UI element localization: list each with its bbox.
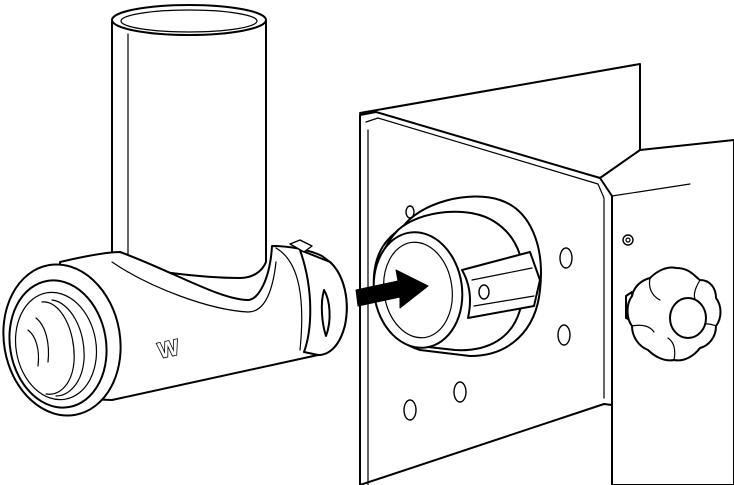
arrow-right-icon (355, 269, 429, 309)
cap-slot (320, 289, 331, 337)
shredder-attachment: W (2, 4, 348, 417)
plate-hole-5 (403, 399, 417, 421)
hub-tab-hole (478, 284, 490, 300)
housing-front-edge (365, 117, 605, 399)
front-ring-lip (14, 291, 98, 401)
side-screw-center (625, 237, 631, 243)
feed-chute-rim (120, 9, 258, 33)
barrel-seam (275, 247, 303, 351)
hub-tab-edge (471, 267, 535, 307)
knob-icon (625, 266, 722, 362)
plate-hole-2 (559, 247, 573, 269)
side-screw (622, 234, 634, 246)
housing-side-seam (611, 183, 691, 197)
front-ring-inner (8, 279, 108, 409)
shredder-drum (41, 299, 85, 397)
plate-hole-3 (557, 324, 571, 346)
plate-hole-4 (453, 381, 467, 403)
feed-chute (111, 21, 267, 279)
rear-clip (289, 239, 313, 253)
hub-tab (461, 251, 541, 319)
knob-hub (669, 297, 707, 339)
power-hub-socket (372, 195, 542, 357)
drum-blade (27, 317, 50, 367)
barrel-chute-junction (111, 261, 277, 313)
